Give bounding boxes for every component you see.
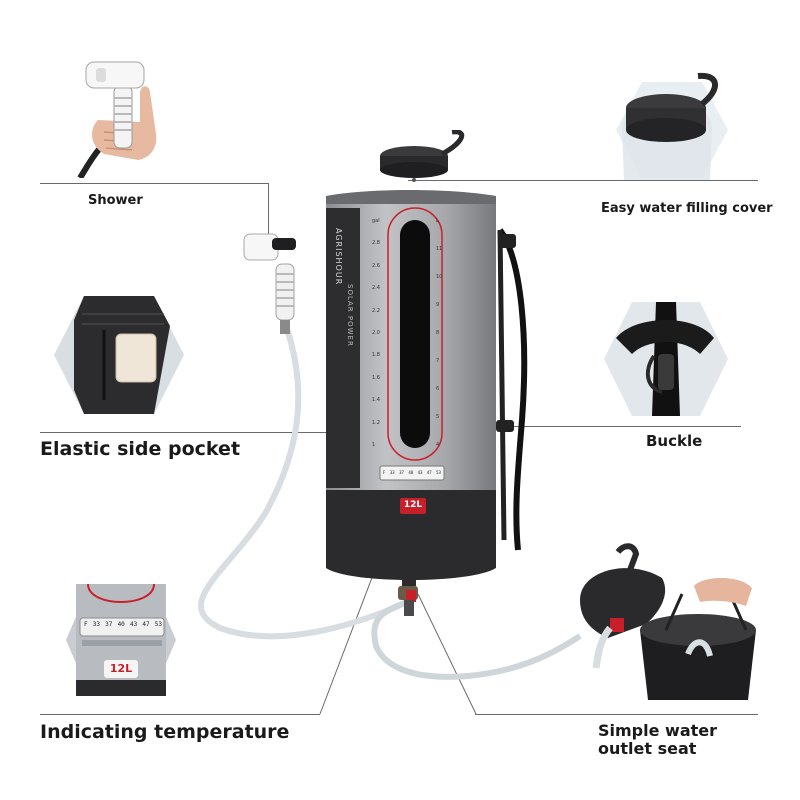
outlet-valve — [398, 570, 418, 616]
side-pocket-label: Elastic side pocket — [40, 438, 241, 460]
inset-thermo-tick: 40 — [117, 621, 125, 628]
inset-thermo-tick: 53 — [154, 621, 162, 628]
volume-scale-right: L 11 10 9 8 7 6 5 4 — [436, 218, 442, 448]
scale-tick: 6 — [436, 386, 440, 392]
outlet-seat-label-line1: Simple water — [598, 721, 718, 740]
filling-cover-callout-line — [408, 180, 758, 181]
shower-bag-body: gal 2.8 2.6 2.4 2.2 2.0 1.8 1.6 1.4 1.2 … — [320, 188, 500, 588]
bag-brand-text: AGRISHOUR — [334, 228, 343, 286]
outlet-seat-label-line2: outlet seat — [598, 739, 697, 759]
filling-cap — [380, 130, 465, 182]
filling-cover-label: Easy water filling cover — [601, 201, 773, 216]
thermo-tick: 43 — [417, 470, 423, 475]
scale-tick: 1.4 — [372, 397, 380, 404]
inset-thermo-tick: F — [84, 621, 88, 628]
inset-capacity-badge: 12L — [109, 662, 133, 675]
side-pocket-inset-image — [44, 290, 194, 420]
buckle-inset-image — [596, 294, 736, 424]
inset-thermo-scale: F 33 37 40 43 47 53 — [84, 621, 162, 633]
shower-callout-drop — [268, 183, 269, 245]
shower-label: Shower — [88, 193, 143, 208]
outlet-callout-diagonal — [417, 593, 477, 715]
thermo-tick: 33 — [389, 470, 395, 475]
scale-tick: 1 — [372, 441, 376, 448]
carry-strap — [496, 228, 528, 551]
inset-thermo-tick: 47 — [142, 621, 150, 628]
inset-thermo-tick: 33 — [92, 621, 101, 628]
scale-tick: 11 — [436, 246, 443, 252]
inset-thermo-tick: 37 — [105, 621, 113, 628]
shower-inset-image — [70, 48, 190, 178]
scale-tick: 8 — [436, 330, 440, 336]
thermo-tick: 40 — [408, 470, 414, 475]
bag-tagline-text: SOLAR POWER — [346, 284, 354, 347]
outlet-seat-label: Simple water outlet seat — [598, 721, 718, 759]
scale-tick: 2.8 — [372, 240, 380, 247]
bag-thermo-scale: F 33 37 40 43 47 53 — [383, 470, 441, 475]
temperature-callout-line — [40, 714, 320, 715]
buckle-callout-line — [505, 426, 741, 427]
outlet-inset-image — [570, 530, 770, 710]
filling-cover-inset-image — [602, 70, 732, 190]
thermo-tick: F — [383, 470, 386, 475]
scale-tick: 5 — [436, 414, 440, 420]
scale-tick: 1.6 — [372, 374, 380, 381]
thermo-tick: 47 — [426, 470, 432, 475]
outlet-callout-line — [475, 714, 758, 715]
bag-capacity-badge: 12L — [403, 500, 423, 510]
temperature-label: Indicating temperature — [40, 721, 290, 743]
scale-tick: 1.8 — [372, 352, 380, 359]
scale-tick: 9 — [436, 302, 440, 308]
scale-tick: 2.6 — [372, 262, 380, 269]
thermo-tick: 37 — [399, 470, 404, 475]
shower-head — [243, 233, 296, 334]
side-pocket-callout-line — [40, 432, 330, 433]
scale-tick: gal — [372, 218, 380, 224]
hose-tube — [197, 325, 582, 680]
buckle-label: Buckle — [646, 432, 703, 450]
temperature-inset-image: F 33 37 40 43 47 53 12L — [62, 580, 180, 700]
volume-scale-left: gal 2.8 2.6 2.4 2.2 2.0 1.8 1.6 1.4 1.2 … — [372, 218, 380, 448]
scale-tick: 2.2 — [372, 307, 380, 314]
thermo-tick: 53 — [436, 470, 441, 475]
scale-tick: 2.0 — [372, 329, 380, 336]
scale-tick: 1.2 — [372, 419, 380, 426]
scale-tick: 10 — [436, 274, 443, 280]
inset-thermo-tick: 43 — [129, 621, 138, 628]
shower-callout-line — [40, 183, 268, 184]
scale-tick: 4 — [436, 442, 440, 448]
scale-tick: L — [436, 218, 439, 224]
scale-tick: 2.4 — [372, 285, 380, 292]
scale-tick: 7 — [436, 358, 440, 364]
